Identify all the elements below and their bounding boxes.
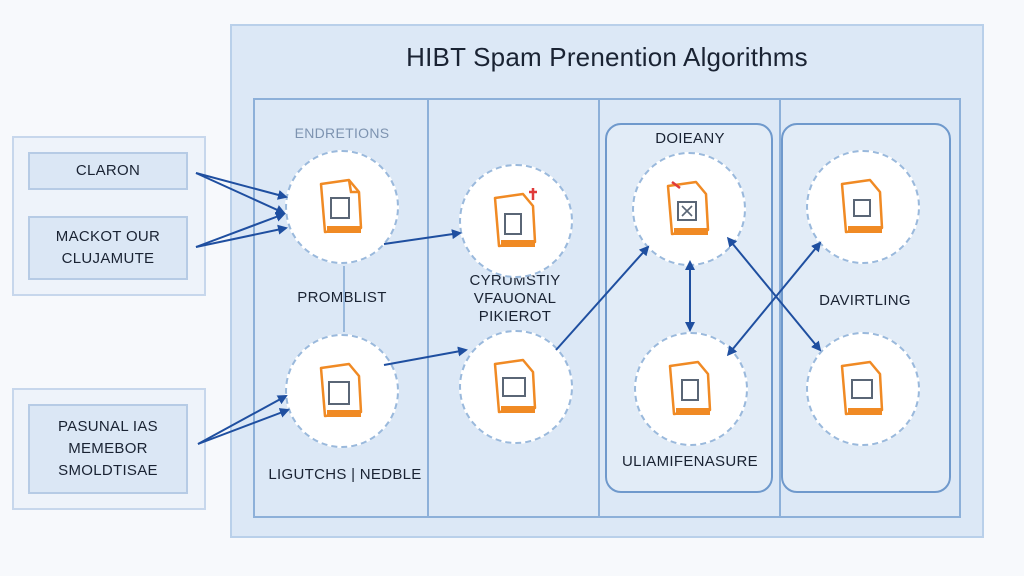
document-icon (319, 362, 363, 418)
col1-header: ENDRETIONS (294, 125, 390, 141)
col1-middle-label: PROMBLIST (297, 289, 387, 306)
arrow (195, 224, 288, 248)
node-col1-top (285, 150, 399, 264)
node-col1-bottom (285, 334, 399, 448)
node-col4-bottom (806, 332, 920, 446)
column-divider (427, 98, 429, 518)
col1-bottom-label: LIGUTCHS | NEDBLE (268, 466, 422, 483)
arrow (555, 245, 650, 351)
input-box-claron: CLARON (28, 152, 188, 190)
arrow (197, 395, 288, 445)
document-icon (319, 178, 363, 234)
document-icon (493, 358, 537, 414)
main-panel (230, 24, 984, 538)
arrow (197, 408, 290, 445)
arrow (195, 212, 286, 248)
input-box-mackot: MACKOT OUR CLUJAMUTE (28, 216, 188, 280)
input-box-pasunal: PASUNAL IAS MEMEBOR SMOLDTISAE (28, 404, 188, 494)
document-icon (493, 188, 537, 248)
arrow (383, 346, 468, 366)
node-col2-top (459, 164, 573, 278)
columns-frame (253, 98, 961, 518)
arrow (383, 229, 462, 245)
diagram-title: HIBT Spam Prenention Algorithms (406, 42, 808, 72)
node-col2-bottom (459, 330, 573, 444)
col2-middle-label: CYRUMSTIY VFAUONAL PIKIEROT (469, 272, 561, 325)
column-divider (598, 98, 600, 518)
document-icon (666, 180, 710, 236)
arrow (195, 172, 288, 200)
col4-middle-label: DAVIRTLING (819, 292, 911, 309)
document-icon (840, 178, 884, 234)
arrow (726, 241, 822, 357)
document-icon (668, 360, 712, 416)
arrow (195, 172, 286, 215)
node-col4-top (806, 150, 920, 264)
col3-header: DOIEANY (655, 130, 725, 147)
document-icon (840, 360, 884, 416)
col3-bottom-label: ULIAMIFENASURE (622, 453, 758, 470)
